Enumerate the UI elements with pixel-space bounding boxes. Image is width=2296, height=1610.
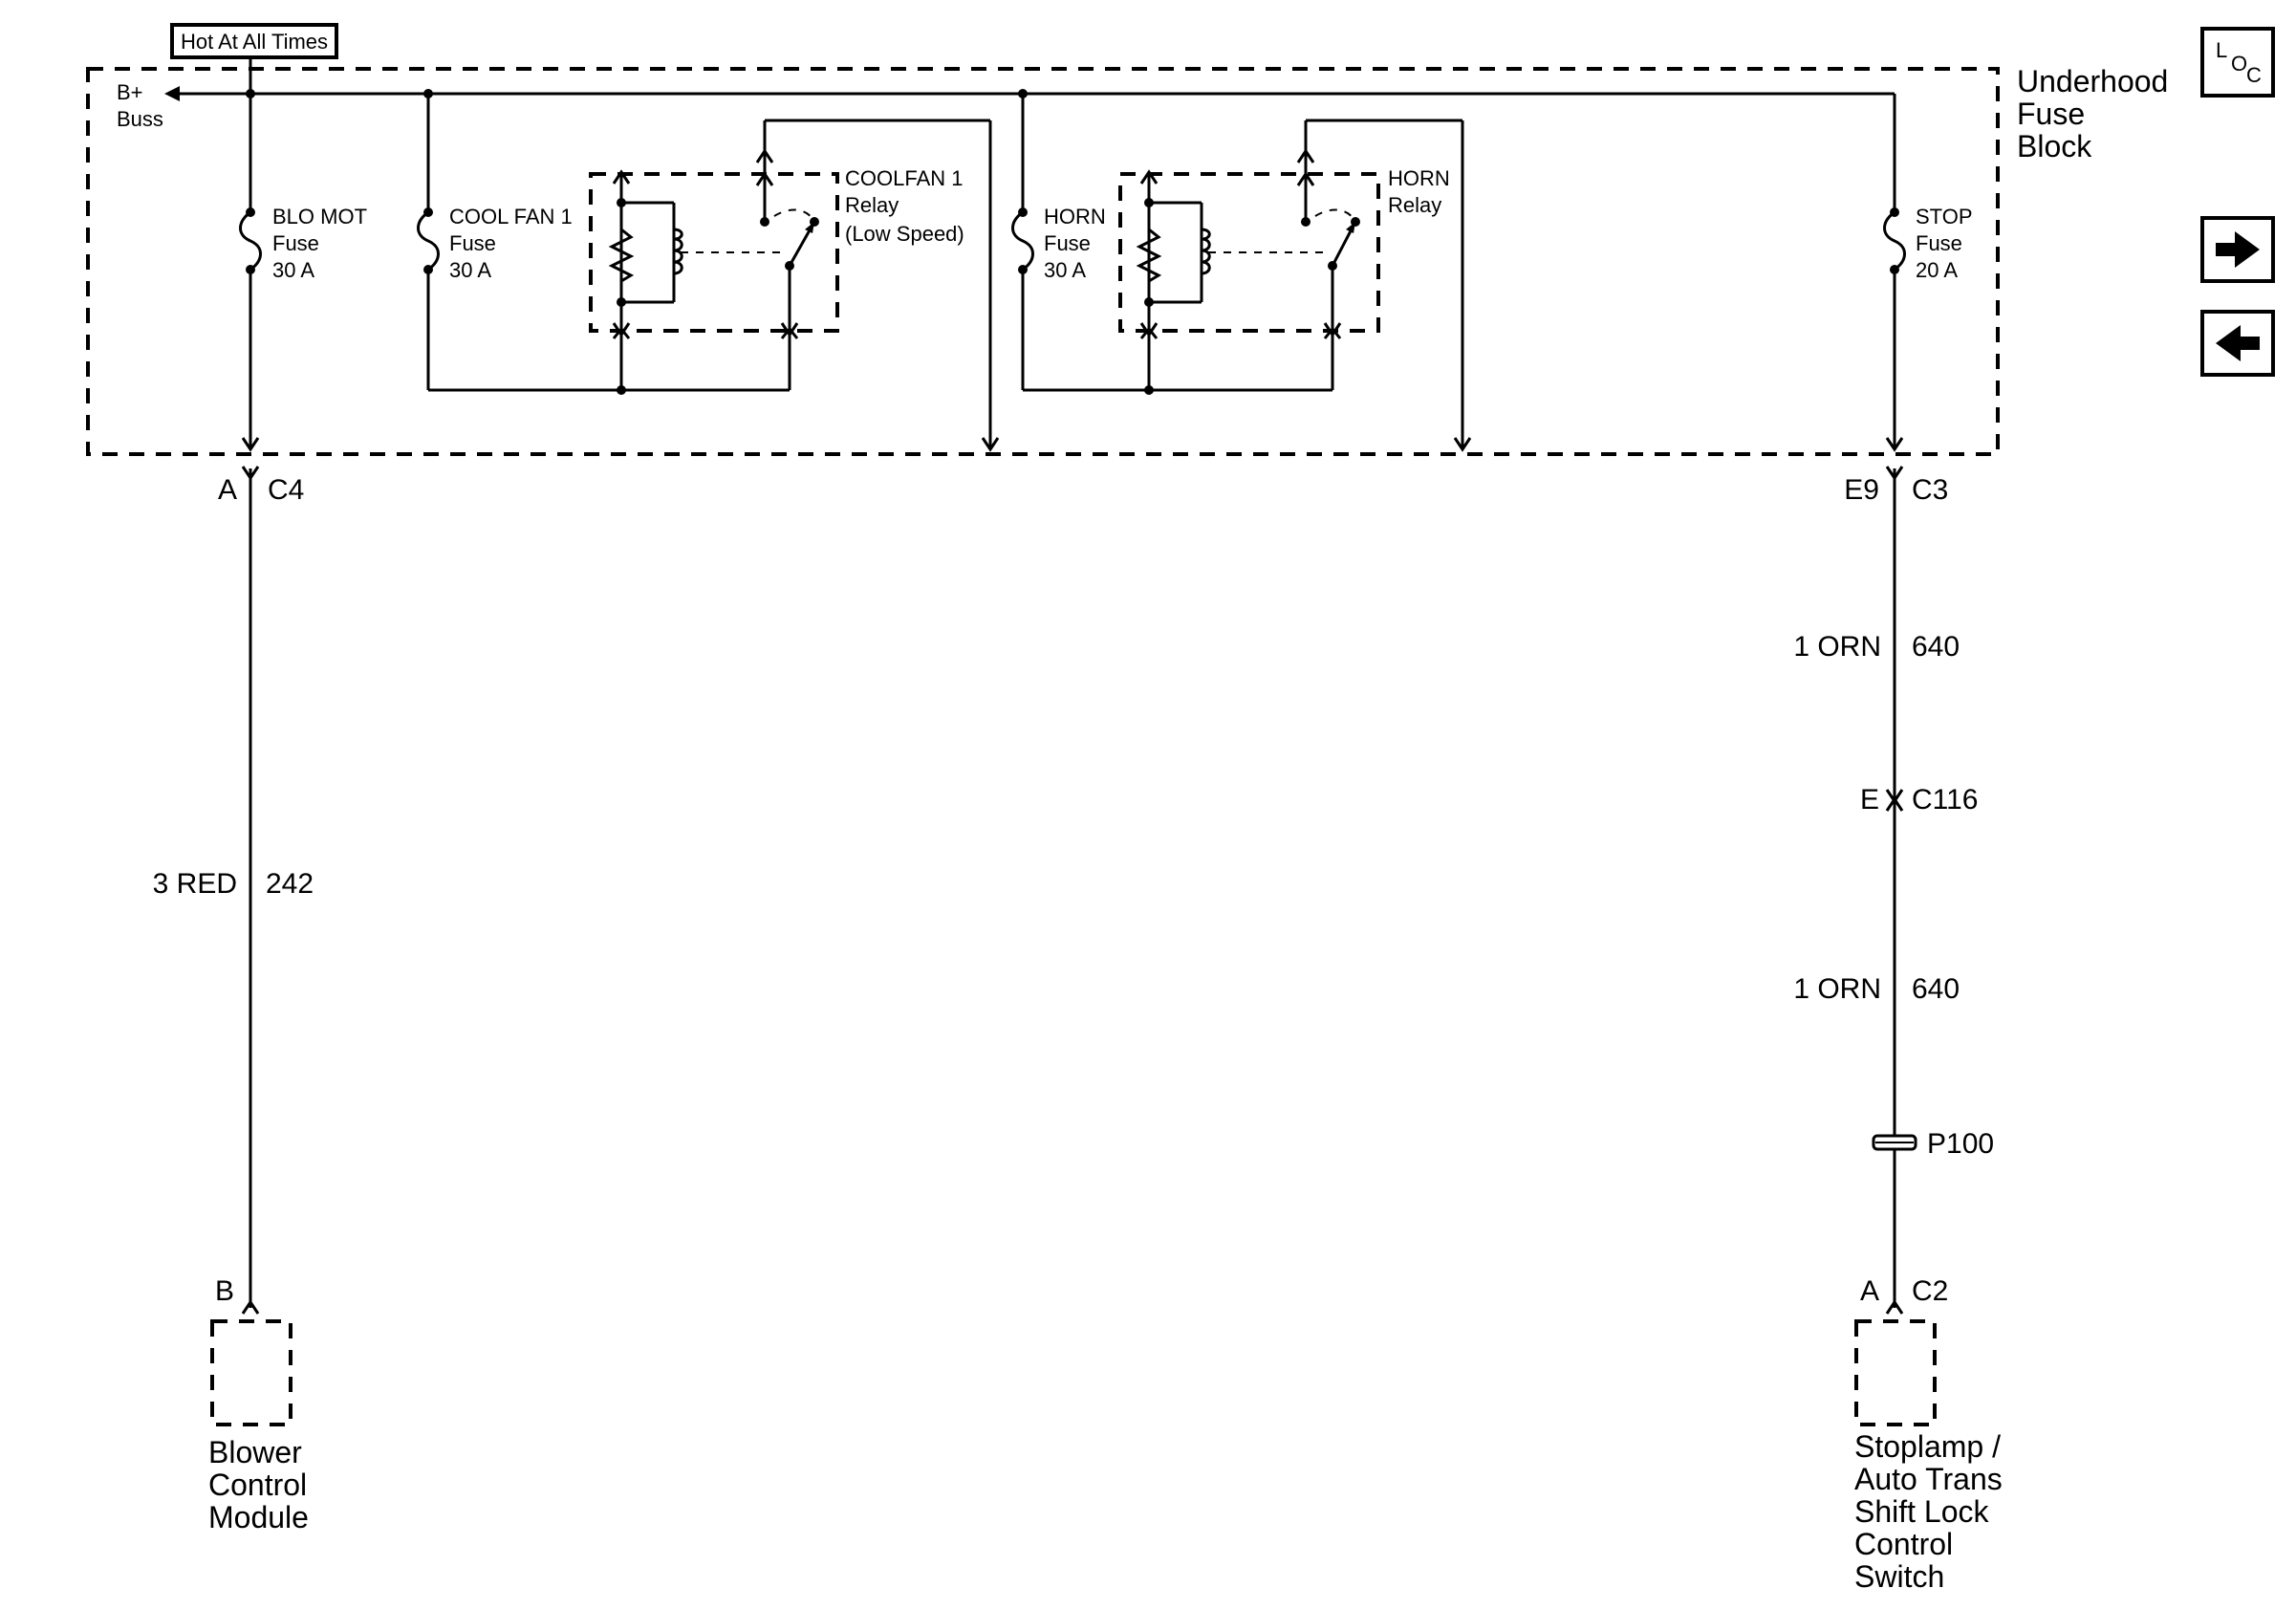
arrow-left-icon (2216, 325, 2260, 361)
svg-text:COOLFAN 1: COOLFAN 1 (845, 166, 963, 190)
wire-color-1-orn-upper: 1 ORN (1793, 631, 1881, 663)
left-circuit-242: A C4 3 RED 242 B Blower Control Module (153, 466, 314, 1534)
connector-c3-label: C3 (1912, 474, 1948, 506)
svg-text:L: L (2216, 38, 2227, 62)
wire-color-1-orn-lower: 1 ORN (1793, 973, 1881, 1005)
svg-text:HORN: HORN (1044, 205, 1106, 228)
svg-text:Control: Control (1854, 1527, 1953, 1561)
svg-text:Switch: Switch (1854, 1559, 1944, 1594)
svg-text:(Low Speed): (Low Speed) (845, 222, 964, 246)
svg-text:Shift Lock: Shift Lock (1854, 1494, 1990, 1529)
next-page-button[interactable] (2200, 216, 2275, 283)
svg-text:STOP: STOP (1916, 205, 1973, 228)
connector-c2-label: C2 (1912, 1275, 1948, 1307)
svg-text:COOL FAN 1: COOL FAN 1 (449, 205, 573, 228)
svg-text:30 A: 30 A (1044, 258, 1086, 282)
blower-module-pin: B (215, 1275, 234, 1307)
svg-text:Fuse: Fuse (1916, 231, 1962, 255)
svg-text:Fuse: Fuse (272, 231, 319, 255)
svg-text:O: O (2231, 52, 2247, 76)
svg-text:20 A: 20 A (1916, 258, 1958, 282)
right-circuit-640: E9 C3 1 ORN 640 E C116 1 ORN 640 P100 A … (1793, 466, 2003, 1594)
svg-text:Block: Block (2017, 129, 2092, 163)
hot-at-all-times-badge: Hot At All Times (170, 23, 338, 59)
svg-text:Module: Module (208, 1500, 309, 1534)
hot-at-all-times-label: Hot At All Times (181, 30, 328, 54)
fuse-cool-fan-1: COOL FAN 1 Fuse 30 A (417, 94, 790, 395)
svg-text:30 A: 30 A (449, 258, 491, 282)
stoplamp-switch-box (1854, 1319, 1937, 1426)
svg-text:BLO MOT: BLO MOT (272, 205, 367, 228)
pass-through-p100-icon (1872, 1134, 1917, 1151)
connector-c4-label: C4 (268, 474, 304, 506)
fuse-horn: HORN Fuse 30 A (1011, 94, 1332, 395)
svg-text:C: C (2246, 63, 2262, 87)
svg-text:HORN: HORN (1388, 166, 1450, 190)
connector-c4-pin: A (218, 474, 237, 506)
connector-c116-pin: E (1860, 784, 1879, 816)
arrow-right-icon (2216, 231, 2260, 268)
svg-text:Fuse: Fuse (2017, 97, 2085, 131)
svg-text:Control: Control (208, 1468, 307, 1502)
relay-horn: HORN Relay (1118, 119, 1472, 452)
circuit-number-640-lower: 640 (1912, 973, 1960, 1005)
loc-button[interactable]: L O C (2200, 27, 2275, 98)
connector-c116-label: C116 (1912, 784, 1979, 816)
fuse-stop: STOP Fuse 20 A (1883, 94, 1973, 452)
splice-p100-label: P100 (1927, 1128, 1994, 1160)
wire-color-3-red: 3 RED (153, 868, 237, 900)
svg-text:B+: B+ (117, 80, 143, 104)
svg-text:Auto Trans: Auto Trans (1854, 1462, 2003, 1496)
fuse-block-title: Underhood Fuse Block (2017, 64, 2168, 163)
stoplamp-switch-label: Stoplamp / (1854, 1429, 2001, 1464)
circuit-number-640-upper: 640 (1912, 631, 1960, 663)
svg-text:Fuse: Fuse (449, 231, 496, 255)
svg-text:Underhood: Underhood (2017, 64, 2168, 98)
svg-text:Relay: Relay (1388, 193, 1441, 217)
blower-control-module-box (210, 1319, 292, 1426)
fuse-blo-mot: BLO MOT Fuse 30 A (239, 94, 367, 452)
svg-text:Fuse: Fuse (1044, 231, 1091, 255)
connector-c2-pin: A (1860, 1275, 1879, 1307)
circuit-number-242: 242 (266, 868, 314, 900)
blower-control-module-label: Blower (208, 1435, 302, 1469)
svg-text:Relay: Relay (845, 193, 899, 217)
fuse-block-outline (86, 67, 2000, 456)
previous-page-button[interactable] (2200, 310, 2275, 377)
svg-text:Buss: Buss (117, 107, 163, 131)
connector-c3-pin: E9 (1844, 474, 1879, 506)
relay-coolfan-1: COOLFAN 1 Relay (Low Speed) (589, 119, 1000, 452)
svg-text:30 A: 30 A (272, 258, 314, 282)
